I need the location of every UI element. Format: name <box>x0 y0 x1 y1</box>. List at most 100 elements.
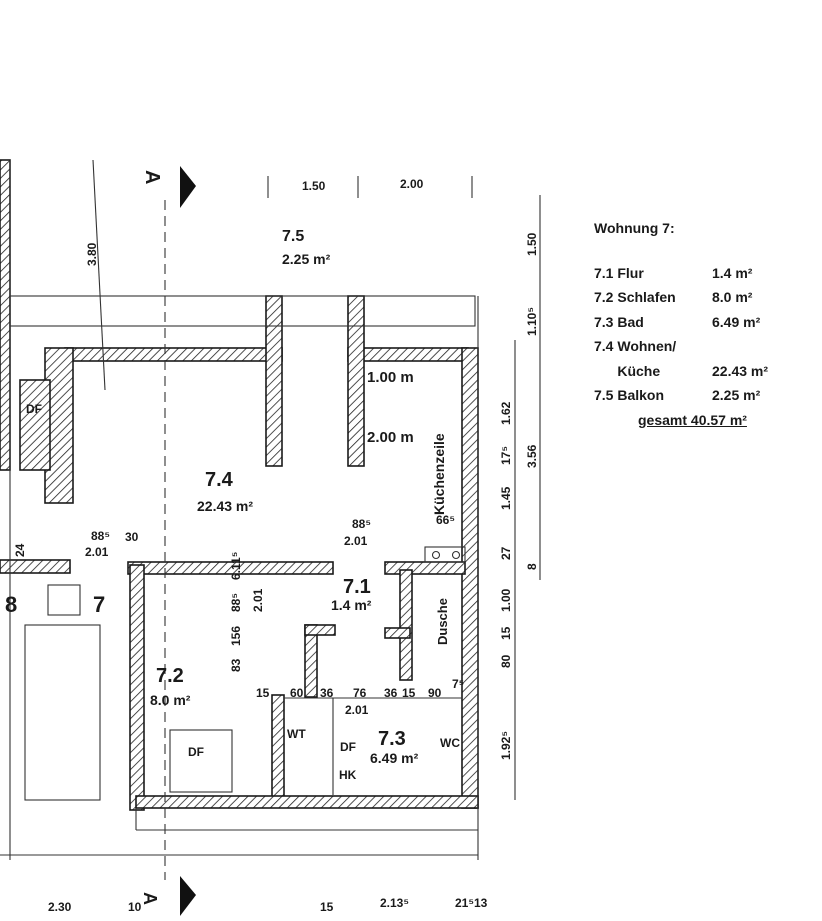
legend-room-name: 7.2 Schlafen <box>594 289 676 305</box>
dim-v-88: 88⁵ <box>229 593 243 612</box>
room-7-2-area: 8.0 m² <box>150 692 191 708</box>
room-7-5-number: 7.5 <box>282 228 304 245</box>
room-7-1-area: 1.4 m² <box>331 597 372 613</box>
wall-top-right <box>347 347 469 362</box>
dim-right-inner-6: 15 <box>499 626 513 640</box>
legend-room-name: Küche <box>594 362 661 379</box>
vline-left-1 <box>92 159 106 391</box>
df-box-bedroom <box>169 729 233 793</box>
dim-bath-15a: 15 <box>256 686 270 700</box>
legend-row: 7.5 Balkon 2.25 m² <box>594 383 804 408</box>
room-7-2-number: 7.2 <box>156 665 184 687</box>
dim-door1-a: 88⁵ <box>91 529 110 543</box>
dim-v-156: 156 <box>229 626 243 646</box>
kuechenzeile-label: Küchenzeile <box>431 433 447 515</box>
dim-right-inner-5: 1.00 <box>499 588 513 612</box>
unit-8-label: 8 <box>5 592 17 617</box>
legend-row: 7.4 Wohnen/ <box>594 334 804 359</box>
legend-room-area: 22.43 m² <box>712 362 769 379</box>
dim-door1-c: 30 <box>125 530 139 544</box>
section-label-bottom: A <box>140 892 160 905</box>
dim-top-2: 2.00 <box>400 177 424 191</box>
wall-top-left <box>64 347 283 362</box>
dim-window-2: 2.00 m <box>367 429 414 446</box>
legend-room-name: 7.1 Flur <box>594 264 644 281</box>
dim-right-inner-7: 80 <box>499 654 513 668</box>
left-unit-box <box>24 624 101 801</box>
wall-bottom <box>135 795 479 809</box>
dim-door2-a: 88⁵ <box>352 517 371 531</box>
wall-mid-right <box>384 561 466 575</box>
dim-door2-b: 2.01 <box>344 534 368 548</box>
wall-right <box>461 347 479 809</box>
dim-bath-15b: 15 <box>402 686 416 700</box>
dim-bottom-5: 21⁵13 <box>455 896 488 910</box>
dim-right-outer-3: 3.56 <box>525 444 539 468</box>
dusche-label: Dusche <box>435 598 450 645</box>
legend-row: 7.3 Bad 6.49 m² <box>594 310 804 335</box>
walls <box>0 159 479 811</box>
legend-room-name: 7.5 Balkon <box>594 387 665 403</box>
section-arrow-top <box>180 166 196 208</box>
dim-bottom-3: 15 <box>320 900 334 914</box>
room-7-4-area: 22.43 m² <box>197 498 253 514</box>
balcony-outline <box>9 295 476 327</box>
wall-neighbour-2 <box>19 379 51 471</box>
dim-right-inner-8: 1.92⁵ <box>499 731 513 760</box>
legend-row: 7.1 Flur 1.4 m² <box>594 261 804 286</box>
room-7-4-number: 7.4 <box>205 469 234 491</box>
dim-right-inner-2: 17⁵ <box>499 446 513 465</box>
dim-bath-60: 60 <box>290 686 304 700</box>
dim-v-83: 83 <box>229 658 243 672</box>
dim-bath-201: 2.01 <box>345 703 369 717</box>
wt-label: WT <box>287 727 306 741</box>
legend-total: gesamt 40.57 m² <box>638 411 747 428</box>
wall-flur-right-cap <box>384 627 411 639</box>
kitchen-sink <box>424 546 466 563</box>
dim-bath-90: 90 <box>428 686 442 700</box>
section-arrow-bottom <box>180 876 196 916</box>
legend-room-area: 2.25 m² <box>712 387 761 403</box>
dim-v-611: 6.11⁵ <box>229 552 243 580</box>
wall-shower <box>399 569 413 681</box>
unit-box <box>47 584 81 616</box>
legend-room-name: 7.3 Bad <box>594 313 644 330</box>
dim-right-inner-3: 1.45 <box>499 486 513 510</box>
wall-bedroom-right <box>271 694 285 806</box>
wall-post-left <box>265 295 283 467</box>
section-label-top: A <box>141 170 163 184</box>
dim-right-outer-2: 1.10⁵ <box>525 307 539 336</box>
wall-flur-left-cap <box>304 624 336 636</box>
df-label-left: DF <box>26 402 42 416</box>
dim-kitchen-66: 66⁵ <box>436 513 455 527</box>
dim-right-inner-4: 27 <box>499 546 513 560</box>
dim-left-24: 24 <box>13 543 27 557</box>
unit-7-label: 7 <box>93 592 105 617</box>
wall-post-right <box>347 295 365 467</box>
wall-neighbour <box>0 159 11 471</box>
outline-lines <box>0 159 541 880</box>
dim-door1-b: 2.01 <box>85 545 109 559</box>
dim-bath-36a: 36 <box>320 686 334 700</box>
dim-bath-36b: 36 <box>384 686 398 700</box>
room-7-1-number: 7.1 <box>343 576 371 598</box>
dim-bottom-1: 2.30 <box>48 900 72 914</box>
legend-room-name: 7.4 Wohnen/ <box>594 338 677 354</box>
legend-room-area: 6.49 m² <box>712 313 761 330</box>
dim-right-inner-1: 1.62 <box>499 401 513 425</box>
sink-bowl-2 <box>451 550 461 560</box>
room-7-3-number: 7.3 <box>378 728 406 750</box>
dim-bottom-2: 10 <box>128 900 142 914</box>
legend-room-area: 1.4 m² <box>712 264 753 281</box>
dim-bath-7: 7⁵ <box>452 677 464 691</box>
dim-right-outer-1: 1.50 <box>525 232 539 256</box>
legend-room-area: 8.0 m² <box>712 289 753 305</box>
dim-bottom-4: 2.13⁵ <box>380 896 409 910</box>
legend-row: 7.2 Schlafen 8.0 m² <box>594 285 804 310</box>
wc-label: WC <box>440 736 460 750</box>
legend-title: Wohnung 7: <box>594 220 675 236</box>
wall-bedroom-left <box>129 564 145 811</box>
dim-v-201: 2.01 <box>251 588 265 612</box>
hk-label: HK <box>339 768 357 782</box>
